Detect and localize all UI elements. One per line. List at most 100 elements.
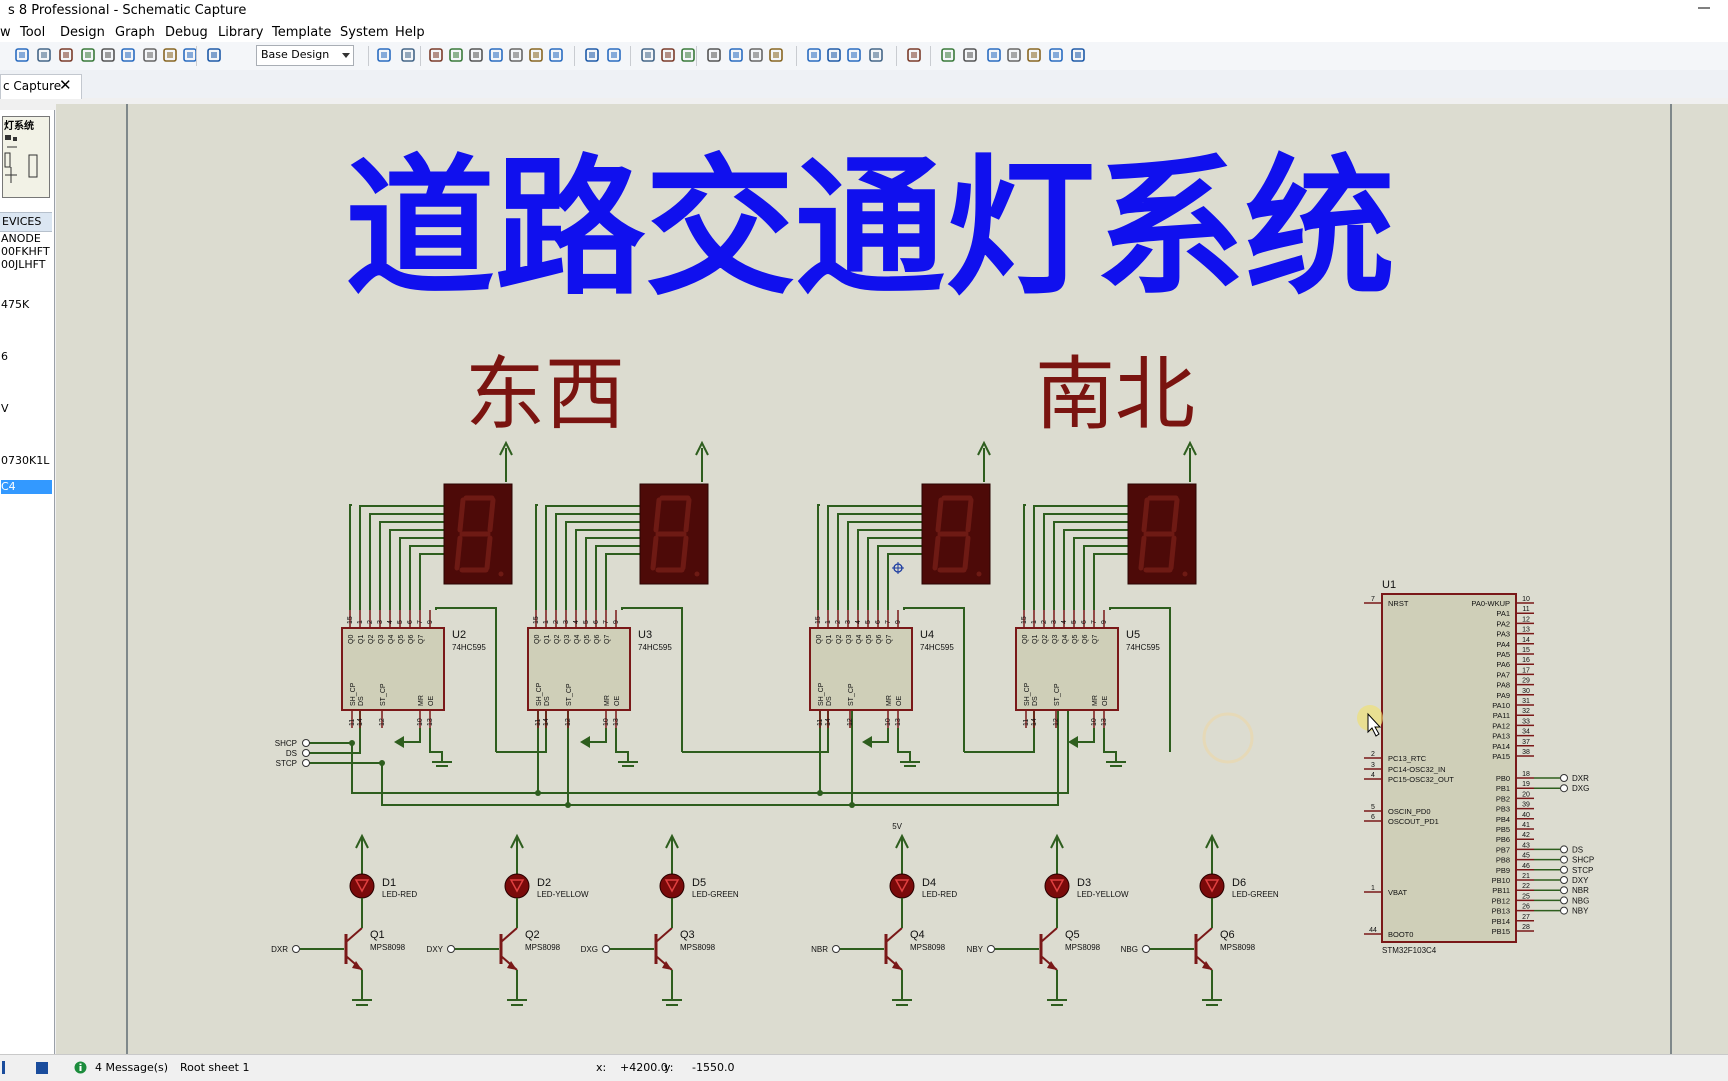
menu-design[interactable]: Design — [60, 25, 105, 40]
toolbar-button[interactable] — [80, 47, 96, 63]
toolbar-button[interactable] — [508, 47, 524, 63]
menu-help[interactable]: Help — [395, 25, 425, 40]
device-item-selected[interactable]: C4 — [1, 480, 52, 494]
seven-segment-display[interactable] — [639, 483, 709, 585]
terminal-stcp[interactable] — [1560, 865, 1568, 874]
toolbar-button[interactable] — [906, 47, 922, 63]
toolbar-button[interactable] — [706, 47, 722, 63]
toolbar-button[interactable] — [548, 47, 564, 63]
toolbar-button[interactable] — [142, 47, 158, 63]
toolbar-button[interactable] — [36, 47, 52, 63]
toolbar-button[interactable] — [584, 47, 600, 63]
toolbar-button[interactable] — [468, 47, 484, 63]
seven-segment-display[interactable] — [443, 483, 513, 585]
toolbar-button[interactable] — [1070, 47, 1086, 63]
toolbar-button[interactable] — [806, 47, 822, 63]
toolbar-button[interactable] — [448, 47, 464, 63]
terminal-nbg[interactable] — [1142, 945, 1150, 953]
stop-icon[interactable] — [36, 1062, 48, 1074]
menu-view[interactable]: w — [0, 25, 11, 40]
device-item[interactable]: 00JLHFT — [1, 258, 46, 271]
terminal-nbg[interactable] — [1560, 896, 1568, 905]
seven-segment-display[interactable] — [1127, 483, 1197, 585]
toolbar-button[interactable] — [14, 47, 30, 63]
toolbar-button[interactable] — [868, 47, 884, 63]
toolbar-button[interactable] — [680, 47, 696, 63]
overview-window[interactable]: 灯系统 — [2, 116, 50, 198]
design-combo[interactable]: Base Design — [256, 45, 354, 66]
toolbar-button[interactable] — [100, 47, 116, 63]
toolbar-button[interactable] — [120, 47, 136, 63]
toolbar-button[interactable] — [728, 47, 744, 63]
seven-segment-display[interactable] — [921, 483, 991, 585]
device-item[interactable]: 475K — [1, 298, 30, 311]
terminal-nbr[interactable] — [1560, 886, 1568, 895]
device-item[interactable]: ANODE — [1, 232, 41, 245]
terminal-ds[interactable] — [1560, 845, 1568, 854]
device-item[interactable]: V — [1, 402, 9, 415]
toolbar-button[interactable] — [162, 47, 178, 63]
toolbar-button[interactable] — [986, 47, 1002, 63]
close-icon[interactable]: ✕ — [59, 76, 72, 94]
toolbar-button[interactable] — [376, 47, 392, 63]
shift-register-u4[interactable]: 15Q01Q12Q23Q34Q45Q56Q67Q79SH_CP11DS14ST_… — [809, 610, 954, 728]
shift-register-u5[interactable]: 15Q01Q12Q23Q34Q45Q56Q67Q79SH_CP11DS14ST_… — [1015, 610, 1160, 728]
toolbar-button[interactable] — [58, 47, 74, 63]
terminal-dxy[interactable] — [1560, 876, 1568, 884]
device-item[interactable]: 0730K1L — [1, 454, 50, 467]
menu-system[interactable]: System — [340, 25, 389, 40]
terminal-dxg[interactable] — [602, 945, 610, 953]
menu-library[interactable]: Library — [218, 25, 264, 40]
toolbar-button[interactable] — [528, 47, 544, 63]
toolbar-button[interactable] — [748, 47, 764, 63]
terminal-shcp[interactable] — [302, 739, 310, 747]
toolbar-button[interactable] — [606, 47, 622, 63]
toolbar-button[interactable] — [660, 47, 676, 63]
toolbar-button[interactable] — [1048, 47, 1064, 63]
tab-schematic-capture[interactable]: c Capture ✕ — [0, 74, 82, 99]
toolbar-button[interactable] — [428, 47, 444, 63]
toolbar-button[interactable] — [940, 47, 956, 63]
device-item[interactable]: 00FKHFT — [1, 245, 50, 258]
terminal-dxg[interactable] — [1560, 784, 1568, 793]
menu-graph[interactable]: Graph — [115, 25, 155, 40]
menu-debug[interactable]: Debug — [165, 25, 208, 40]
toolbar-button[interactable] — [400, 47, 416, 63]
terminal-stcp[interactable] — [302, 759, 310, 767]
toolbar-button[interactable] — [826, 47, 842, 63]
toolbar-button[interactable] — [206, 47, 222, 63]
toolbar-button[interactable] — [846, 47, 862, 63]
toolbar-button[interactable] — [1006, 47, 1022, 63]
terminal-nby[interactable] — [987, 945, 995, 953]
messages-count[interactable]: 4 Message(s) — [95, 1061, 169, 1074]
toolbar-button[interactable] — [488, 47, 504, 63]
menu-template[interactable]: Template — [272, 25, 332, 40]
terminal-dxy[interactable] — [447, 945, 455, 953]
schematic-drawing[interactable]: 道路交通灯系统 东西 南北 15Q01Q12Q23Q34Q45Q56Q67Q79… — [0, 0, 1728, 1054]
toolbar-button[interactable] — [962, 47, 978, 63]
toolbar-button[interactable] — [768, 47, 784, 63]
minimize-icon[interactable] — [1694, 0, 1714, 20]
shift-register-u3[interactable]: 15Q01Q12Q23Q34Q45Q56Q67Q79SH_CP11DS14ST_… — [527, 610, 672, 728]
menu-tool[interactable]: Tool — [20, 25, 46, 40]
device-item[interactable]: 6 — [1, 350, 8, 363]
toolbar-button[interactable] — [640, 47, 656, 63]
terminal-dxr[interactable] — [292, 945, 300, 953]
terminal-shcp[interactable] — [1560, 855, 1568, 864]
terminal-ds[interactable] — [302, 749, 310, 757]
pause-icon[interactable] — [2, 1061, 5, 1074]
toolbar-button[interactable] — [1026, 47, 1042, 63]
